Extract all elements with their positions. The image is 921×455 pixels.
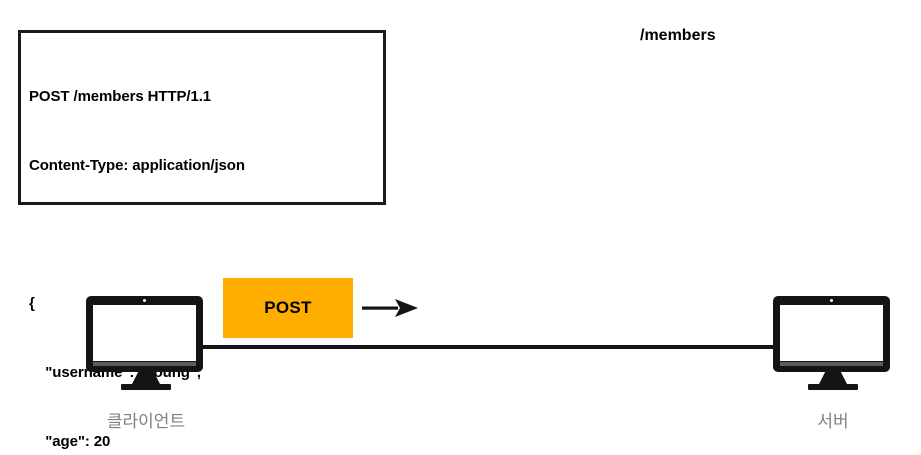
monitor-chin [780,362,883,366]
desktop-monitor-icon [86,296,203,372]
client-node: 클라이언트 [86,296,206,432]
monitor-screen [93,305,196,361]
server-node: 서버 [773,296,893,432]
client-server-connection-line [196,345,782,349]
post-method-badge: POST [223,278,353,338]
request-body-open-brace: { [29,295,35,312]
server-node-label: 서버 [817,412,849,431]
request-body-age: "age": 20 [29,433,111,450]
monitor-base [121,384,171,390]
monitor-neck [819,372,847,384]
monitor-screen [780,305,883,361]
request-line-method: POST /members HTTP/1.1 [29,88,212,105]
post-method-badge-label: POST [264,298,312,317]
endpoint-path-label: /members [640,27,716,44]
http-request-box: POST /members HTTP/1.1 Content-Type: app… [18,30,386,450]
desktop-monitor-icon [773,296,890,372]
request-line-blank [29,223,377,246]
client-node-label: 클라이언트 [106,412,186,431]
request-line-content-type: Content-Type: application/json [29,157,245,174]
arrow-right-icon [362,299,418,317]
monitor-base [808,384,858,390]
monitor-neck [132,372,160,384]
webcam-dot-icon [830,299,833,302]
webcam-dot-icon [143,299,146,302]
monitor-chin [93,362,196,366]
